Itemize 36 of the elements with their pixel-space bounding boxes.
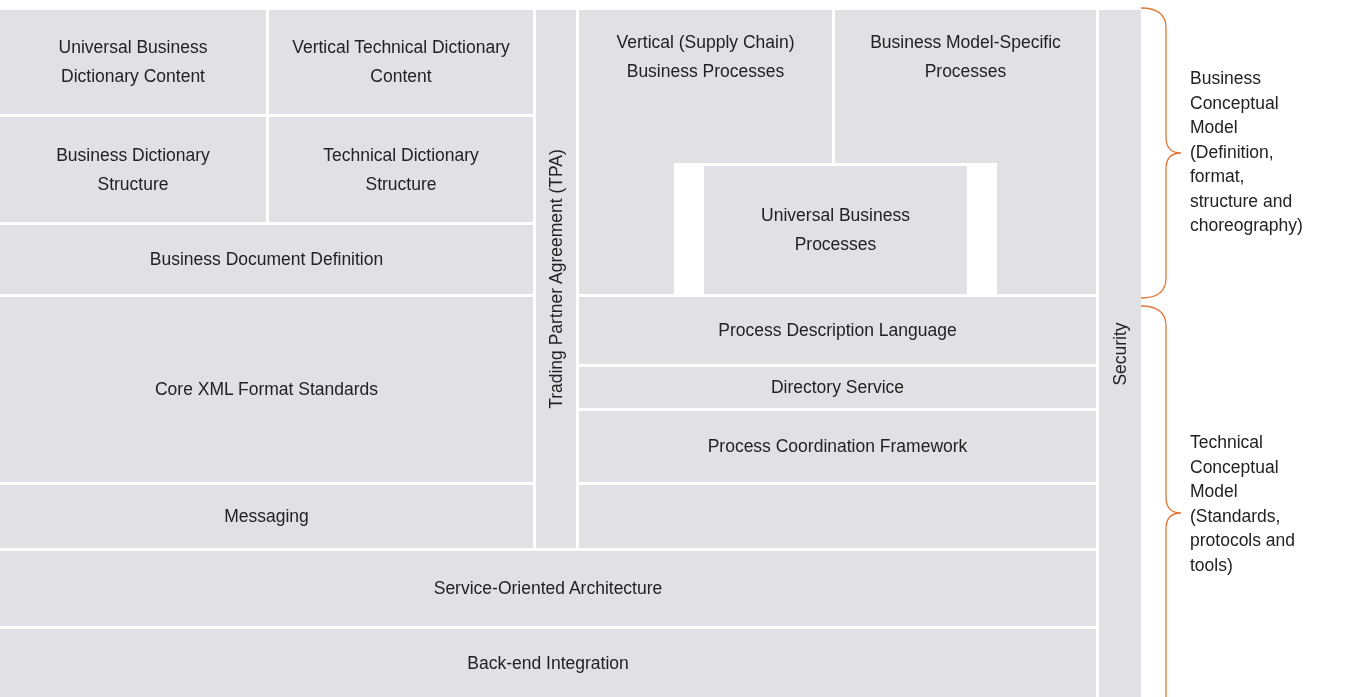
side-note: Technical Conceptual Model (Standards, protocols and tools) <box>1190 431 1297 577</box>
cell-label: Universal Business Processes <box>760 204 911 256</box>
cell-label: Business Dictionary Structure <box>55 143 211 196</box>
layer-cell <box>269 10 533 114</box>
cell-label: Process Description Language <box>718 319 957 342</box>
layer-cell <box>579 411 1096 482</box>
layer-cell <box>0 10 266 114</box>
cell-label: Process Coordination Framework <box>707 435 968 458</box>
layer-cell <box>835 10 1096 163</box>
layer-cell <box>269 117 533 222</box>
cell-label: Vertical (Supply Chain) Business Processes <box>615 31 796 83</box>
layer-cell <box>579 367 1096 408</box>
layer-cell <box>0 297 533 482</box>
layer-cell <box>579 10 832 163</box>
cell-label: Technical Dictionary Structure <box>322 143 480 196</box>
layer-cell <box>579 297 1096 364</box>
cell-label: Directory Service <box>770 376 905 399</box>
layer-cell <box>0 485 533 548</box>
empty-box <box>579 485 1096 548</box>
cell-label: Universal Business Dictionary Content <box>57 36 209 88</box>
layer-cell <box>0 629 1096 697</box>
cell-label: Core XML Format Standards <box>154 378 379 401</box>
cell-label: Back-end Integration <box>467 651 629 675</box>
layer-cell <box>0 117 266 222</box>
side-note: Business Conceptual Model (Definition, format, structure and choreography) <box>1190 67 1304 237</box>
layer-cell <box>0 225 533 294</box>
band-label: Security <box>1109 321 1131 386</box>
cell-label: Service-Oriented Architecture <box>433 577 663 600</box>
band-label: Trading Partner Agreement (TPA) <box>545 149 567 409</box>
cell-label: Business Document Definition <box>149 248 384 271</box>
vertical-band <box>1099 10 1141 697</box>
cell-label: Business Model-Specific Processes <box>869 31 1062 83</box>
cell-label: Messaging <box>224 505 309 528</box>
cell-label: Vertical Technical Dictionary Content <box>291 36 511 88</box>
vertical-band <box>536 10 576 548</box>
layer-cell <box>0 551 1096 626</box>
